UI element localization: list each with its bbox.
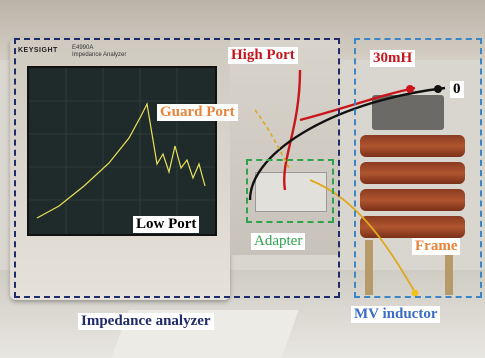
device-model: E4990A Impedance Analyzer [72,45,126,59]
inductor-coil [360,135,465,157]
impedance-trace [29,68,215,234]
inductor-core [372,95,444,130]
analyzer-screen [27,66,217,236]
adapter-fixture [255,172,327,212]
inductor-coil [360,162,465,184]
guard-port-cable [309,179,416,293]
high-port-label: High Port [228,47,298,64]
analyzer-front-panel [230,40,340,255]
impedance-analyzer-box [14,38,340,298]
mv-inductor-label: MV inductor [351,306,441,323]
guard-port-cable [254,109,291,171]
frame-label: Frame [412,238,461,255]
low-port-cable [248,86,446,201]
device-model-line1: E4990A [72,45,94,51]
inductance-label: 30mH [370,50,416,67]
mv-inductor-box [354,38,482,298]
inductor-coil [360,216,465,238]
low-port-label: Low Port [133,216,200,233]
impedance-analyzer-label: Impedance analyzer [78,313,214,330]
high-terminal [406,85,414,93]
trace-line [36,102,206,219]
low-terminal [434,85,442,93]
device-model-line2: Impedance Analyzer [72,52,127,58]
guard-port-label: Guard Port [157,104,238,121]
zero-label: 0 [450,81,464,98]
inductor-coil [360,189,465,211]
device-brand: KEYSIGHT [18,47,58,54]
mv-inductor-terminal [411,289,419,297]
frame-leg [445,240,453,295]
adapter-label: Adapter [251,233,306,250]
high-port-cable [299,86,416,122]
adapter-box [246,159,334,223]
frame-leg [365,240,373,295]
